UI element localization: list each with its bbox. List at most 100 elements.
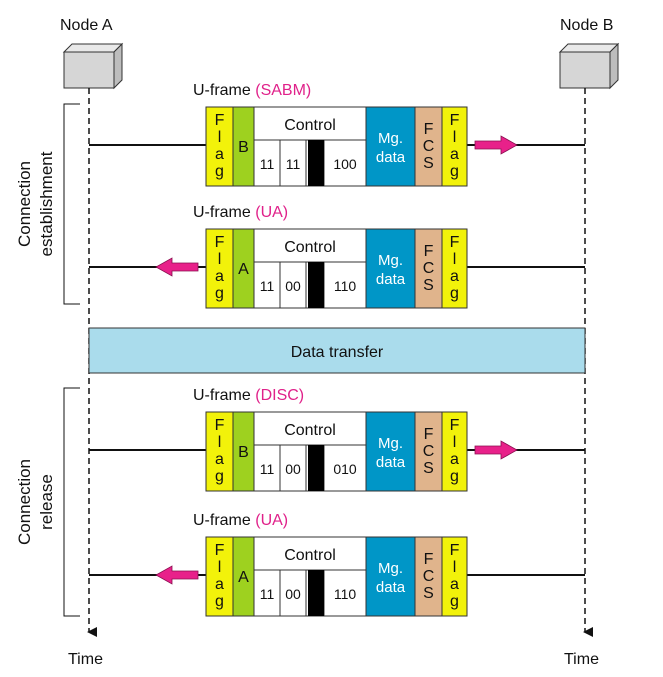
- release-label-line1: Connection: [15, 459, 34, 545]
- fcs-letter: C: [423, 443, 435, 460]
- time-label-a: Time: [68, 651, 103, 668]
- management-data-label-1: Mg.: [378, 252, 403, 269]
- flag-letter: a: [450, 576, 459, 593]
- fcs-field: [414, 411, 443, 492]
- management-data-field: [365, 536, 416, 617]
- flag-letter: F: [450, 112, 460, 129]
- time-label-b: Time: [564, 651, 599, 668]
- flag-letter: F: [215, 542, 225, 559]
- control-bits-1: 11: [260, 586, 275, 602]
- flag-letter: l: [453, 129, 457, 146]
- flag-letter: F: [450, 234, 460, 251]
- establishment-label-line2: establishment: [37, 151, 56, 256]
- flag-letter: l: [453, 251, 457, 268]
- node-b-label: Node B: [560, 17, 613, 34]
- frame-title: U-frame (SABM): [193, 82, 311, 99]
- management-data-label-2: data: [376, 271, 406, 288]
- flag-letter: F: [450, 417, 460, 434]
- pf-bit-block: [308, 140, 324, 186]
- flag-letter: g: [450, 285, 459, 302]
- data-transfer-bar: [88, 327, 586, 374]
- flag-letter: l: [218, 434, 222, 451]
- flag-letter: a: [450, 146, 459, 163]
- direction-arrow-left-icon: [155, 565, 199, 585]
- flag-letter: g: [215, 593, 224, 610]
- control-bits-2: 11: [286, 156, 301, 172]
- flag-letter: l: [453, 434, 457, 451]
- control-bits-3: 110: [334, 586, 357, 602]
- fcs-letter: C: [423, 568, 435, 585]
- data-transfer-label: Data transfer: [291, 344, 384, 361]
- direction-arrow-right-icon: [474, 135, 518, 155]
- flag-field-end: [441, 536, 468, 617]
- management-data-label-1: Mg.: [378, 560, 403, 577]
- control-label: Control: [284, 117, 336, 134]
- flag-letter: l: [453, 559, 457, 576]
- management-data-label-2: data: [376, 149, 406, 166]
- flag-letter: g: [450, 593, 459, 610]
- direction-arrow-left-icon: [155, 257, 199, 277]
- flag-letter: g: [215, 468, 224, 485]
- control-label: Control: [284, 239, 336, 256]
- establishment-bracket: [63, 103, 80, 305]
- control-bits-2: 00: [285, 586, 301, 602]
- node-a-box: [62, 42, 124, 90]
- address-value: B: [238, 444, 249, 461]
- control-bits-1: 11: [260, 461, 275, 477]
- control-bits-1: 11: [260, 156, 275, 172]
- flag-letter: a: [215, 451, 224, 468]
- flag-letter: F: [215, 112, 225, 129]
- flag-field-start: [205, 536, 234, 617]
- flag-letter: g: [215, 163, 224, 180]
- management-data-field: [365, 106, 416, 187]
- node-b-box: [558, 42, 620, 90]
- fcs-letter: S: [423, 277, 434, 294]
- control-bits-3: 010: [333, 461, 357, 477]
- pf-bit-block: [308, 262, 324, 308]
- flag-field-end: [441, 411, 468, 492]
- frame-title: U-frame (UA): [193, 512, 288, 529]
- address-value: A: [238, 569, 249, 586]
- flag-field-start: [205, 106, 234, 187]
- management-data-label-2: data: [376, 454, 406, 471]
- fcs-letter: S: [423, 155, 434, 172]
- pf-bit-block: [308, 445, 324, 491]
- management-data-field: [365, 228, 416, 309]
- release-bracket: [63, 387, 80, 617]
- management-data-label-1: Mg.: [378, 130, 403, 147]
- management-data-label-2: data: [376, 579, 406, 596]
- flag-letter: g: [450, 163, 459, 180]
- address-value: A: [238, 261, 249, 278]
- direction-arrow-right-icon: [474, 440, 518, 460]
- flag-field-start: [205, 411, 234, 492]
- pf-bit-block: [308, 570, 324, 616]
- management-data-label-1: Mg.: [378, 435, 403, 452]
- control-bits-1: 11: [260, 278, 275, 294]
- flag-letter: l: [218, 129, 222, 146]
- flag-letter: F: [215, 234, 225, 251]
- fcs-letter: F: [424, 121, 434, 138]
- flag-letter: g: [215, 285, 224, 302]
- flag-field-end: [441, 228, 468, 309]
- fcs-letter: C: [423, 138, 435, 155]
- frame-title: U-frame (DISC): [193, 387, 304, 404]
- control-bits-2: 00: [285, 461, 301, 477]
- flag-field-end: [441, 106, 468, 187]
- control-bits-2: 00: [285, 278, 301, 294]
- release-label-line2: release: [37, 474, 56, 530]
- flag-letter: l: [218, 559, 222, 576]
- flag-letter: F: [450, 542, 460, 559]
- flag-letter: g: [450, 468, 459, 485]
- fcs-field: [414, 228, 443, 309]
- fcs-letter: F: [424, 551, 434, 568]
- control-label: Control: [284, 547, 336, 564]
- establishment-label-line1: Connection: [15, 161, 34, 247]
- frame-title: U-frame (UA): [193, 204, 288, 221]
- fcs-letter: F: [424, 426, 434, 443]
- flag-letter: a: [215, 268, 224, 285]
